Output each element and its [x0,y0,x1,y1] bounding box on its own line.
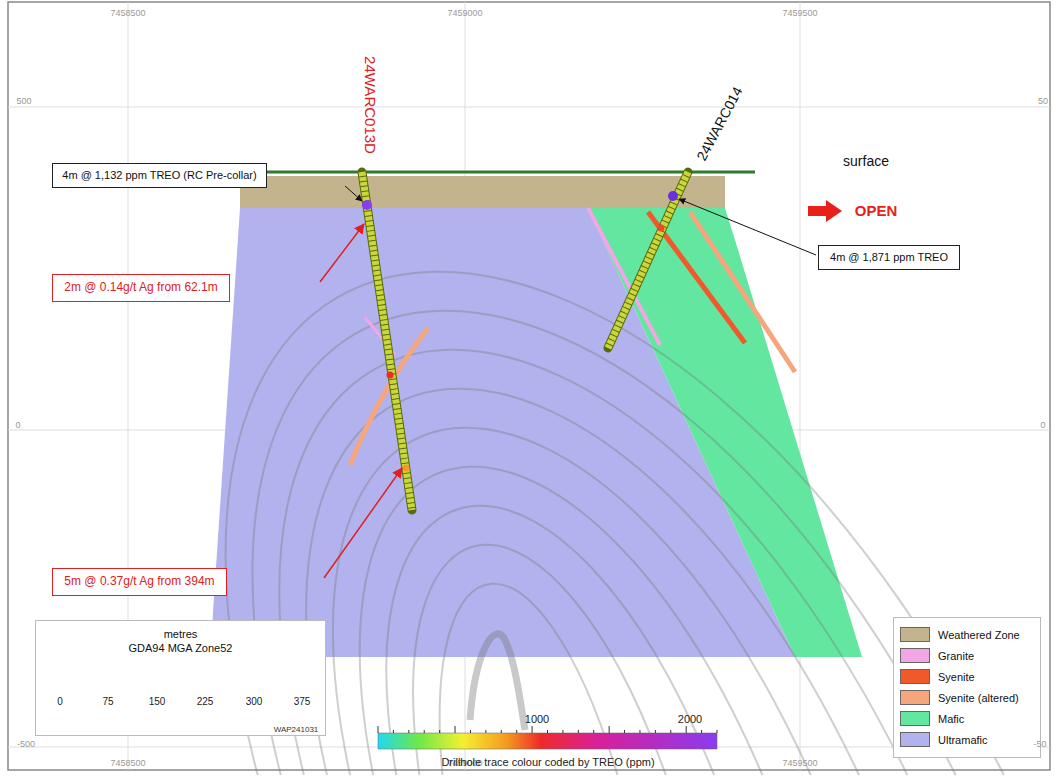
axis-label: 7458500 [110,759,145,769]
figure-code: WAP241031 [274,726,319,735]
tick-mark [516,730,517,733]
tick-mark [455,726,456,733]
callout-box: 4m @ 1,871 ppm TREO [818,245,960,270]
open-label: OPEN [855,203,898,220]
tick-mark [378,726,379,733]
axis-label: 7458500 [110,9,145,19]
legend-swatch [900,732,930,747]
tick-mark [547,730,548,733]
callout-text: 5m @ 0.37g/t Ag from 394m [63,574,216,590]
surface-label: surface [843,154,889,169]
tick-mark [639,730,640,733]
axis-label: 0 [15,421,20,431]
legend-text: Weathered Zone [938,629,1020,641]
scale-number: 150 [149,696,166,707]
axis-label: -50 [1033,740,1046,750]
tick-mark [701,730,702,733]
axis-label: -500 [17,740,35,750]
scale-title: GDA94 MGA Zone52 [46,641,315,655]
axis-label: 0 [1040,421,1045,431]
contour-line [252,311,955,775]
axis-label: 500 [16,97,31,107]
tick-mark [393,730,394,733]
colorbar-number: 2000 [678,713,702,725]
callout-box: 4m @ 1,132 ppm TREO (RC Pre-collar) [52,163,267,188]
callout-box: 5m @ 0.37g/t Ag from 394m [52,568,227,596]
legend-row: Mafic [900,708,1034,729]
tick-mark [578,730,579,733]
tick-mark [470,730,471,733]
legend-swatch [900,669,930,684]
tick-mark [439,730,440,733]
tick-mark [532,726,533,733]
scale-number: 375 [294,696,311,707]
tick-mark [501,730,502,733]
tick-mark [655,730,656,733]
tick-mark [670,730,671,733]
drillhole-name: 24WARC013D [362,56,379,154]
legend-row: Granite [900,645,1034,666]
drillhole-name: 24WARC014 [694,85,746,164]
colorbar-number: 1000 [525,713,549,725]
callout-text: 4m @ 1,132 ppm TREO (RC Pre-collar) [61,168,258,182]
axis-label: 7459500 [782,9,817,19]
legend-swatch [900,690,930,705]
axis-label: 7459000 [447,9,482,19]
legend-row: Syenite (altered) [900,687,1034,708]
tick-mark [408,730,409,733]
scale-title: metres [46,627,315,641]
callout-text: 2m @ 0.14g/t Ag from 62.1m [63,280,219,296]
legend-row: Weathered Zone [900,624,1034,645]
legend-swatch [900,648,930,663]
legend-text: Syenite (altered) [938,692,1019,704]
scale-number: 75 [102,696,113,707]
legend-box: Weathered ZoneGraniteSyeniteSyenite (alt… [893,617,1041,758]
legend-swatch [900,627,930,642]
callout-box: 2m @ 0.14g/t Ag from 62.1m [52,274,230,302]
axis-label: 50 [1038,97,1048,107]
callout-text: 4m @ 1,871 ppm TREO [829,250,949,264]
scale-number: 225 [197,696,214,707]
tick-mark [609,726,610,733]
tick-mark [562,730,563,733]
legend-row: Syenite [900,666,1034,687]
tick-mark [593,730,594,733]
scale-number: 300 [246,696,263,707]
tick-mark [624,730,625,733]
legend-row: Ultramafic [900,729,1034,750]
contour-line [226,272,1004,775]
contour-line [360,467,763,775]
legend-text: Granite [938,650,974,662]
scale-number: 0 [57,696,63,707]
legend-text: Syenite [938,671,975,683]
legend-text: Ultramafic [938,734,988,746]
tick-mark [424,730,425,733]
tick-mark [485,730,486,733]
tick-mark [717,730,718,733]
scale-box: metresGDA94 MGA Zone52 [35,620,326,736]
contour-line [306,389,859,775]
axis-label: 7459500 [782,759,817,769]
tick-mark [686,726,687,733]
colorbar-caption: Drillhole trace colour coded by TREO (pp… [441,756,654,768]
legend-text: Mafic [938,713,964,725]
legend-swatch [900,711,930,726]
